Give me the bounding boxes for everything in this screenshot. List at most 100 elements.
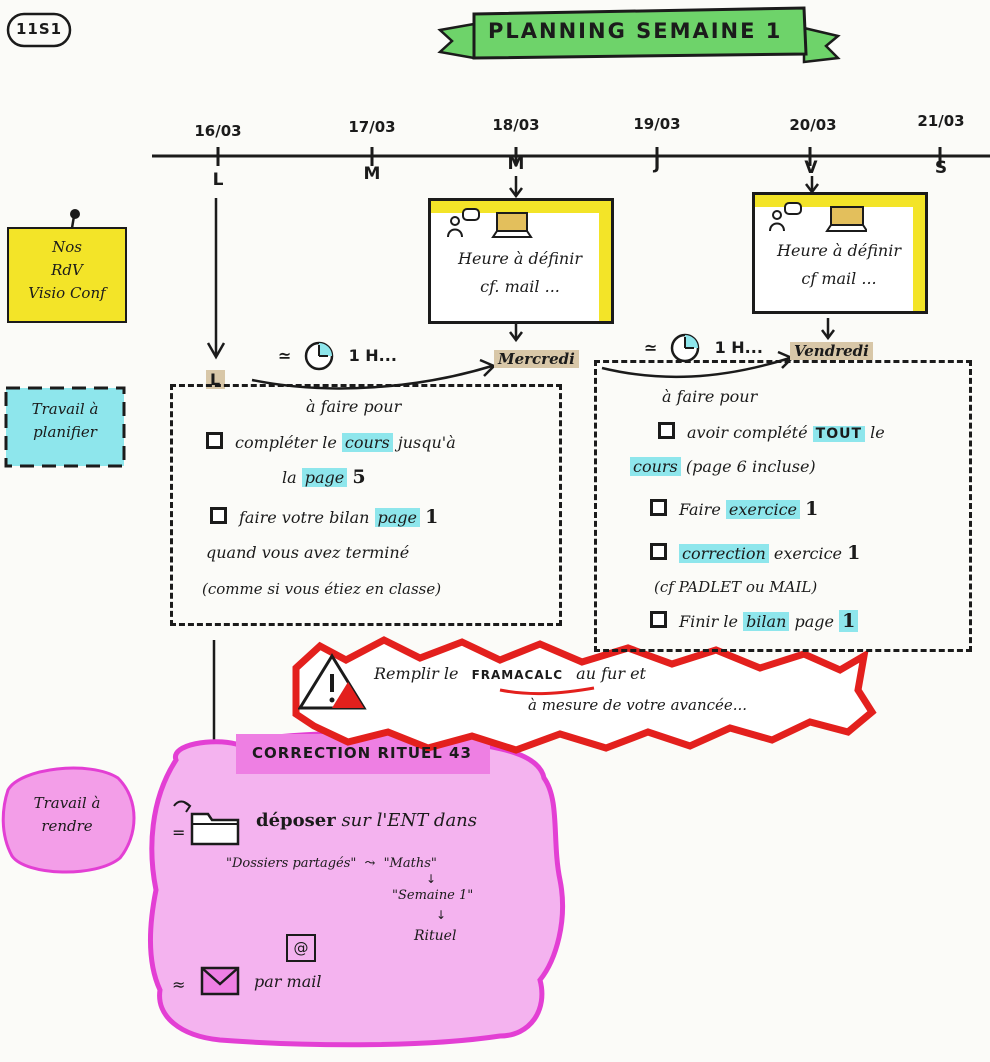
task-highlight: exercice (725, 500, 801, 519)
checkbox[interactable] (650, 499, 667, 516)
badge-outline (6, 12, 72, 48)
rendre-line: Travail à (33, 794, 101, 812)
visio-mail-ref: cf mail ... (801, 269, 877, 288)
task-highlight: page (301, 468, 348, 487)
deposer-verb: déposer (256, 810, 336, 831)
task-text: le (870, 423, 885, 442)
rdv-line: Nos (52, 238, 82, 256)
rdv-line: Visio Conf (28, 284, 106, 302)
path-line: "Dossiers partagés" ⤳ "Maths" (226, 856, 437, 871)
duration-1: ≃ 1 H... (278, 340, 397, 372)
date-label: 18/03 (492, 116, 540, 134)
visio-mail-ref: cf. mail ... (480, 277, 560, 296)
planifier-line: planifier (33, 423, 97, 441)
visio-time: Heure à définir (776, 241, 901, 260)
task-item: compléter le cours jusqu'à (206, 428, 456, 458)
warning-icon (298, 653, 367, 710)
task-text: page (794, 612, 834, 631)
rendre-label: Travail à rendre (12, 792, 122, 838)
person-icon (447, 216, 463, 238)
task-text: faire votre bilan (239, 508, 370, 527)
task-text: exercice (773, 544, 843, 563)
path-arrow: ↓ (426, 872, 437, 886)
task-item: Finir le bilan page 1 (650, 606, 859, 637)
task-number: 1 (839, 610, 859, 632)
task-highlight: correction (679, 544, 769, 563)
checkbox[interactable] (650, 543, 667, 560)
task-text: la (282, 468, 297, 487)
task-text: jusqu'à (397, 433, 456, 452)
path-step: "Dossiers partagés" (226, 856, 357, 871)
checkbox[interactable] (206, 432, 223, 449)
warning-text: au fur et (576, 664, 646, 683)
rdv-visio-label: Nos RdV Visio Conf (8, 236, 126, 305)
title-ribbon (437, 6, 841, 64)
task-box-wednesday-friday (594, 360, 972, 652)
date-label: 16/03 (194, 122, 242, 140)
day-letter: M (507, 154, 525, 174)
warning-text: Remplir le (374, 664, 459, 683)
warning-line-2: à mesure de votre avancée... (528, 696, 748, 714)
rdv-sticky-bg (7, 227, 127, 323)
laptop-visio-icon (491, 212, 533, 238)
page-title: PLANNING SEMAINE 1 (488, 19, 783, 43)
task-item-cont: cours (page 6 incluse) (630, 452, 816, 482)
day-letter: S (934, 158, 948, 178)
person-icon (769, 210, 785, 232)
duration-2: ≃ 1 H... (644, 332, 763, 364)
friday-marker: Vendredi (790, 342, 873, 360)
task-number: 1 (805, 498, 819, 520)
checkbox[interactable] (210, 507, 227, 524)
planifier-label: Travail à planifier (6, 398, 124, 444)
duration-text: 1 H... (348, 345, 397, 365)
date-label: 20/03 (789, 116, 837, 134)
task-item: Faire exercice 1 (650, 494, 818, 525)
task-item: correction exercice 1 (650, 538, 860, 569)
speech-bubble-icon (784, 202, 802, 215)
date-label: 21/03 (917, 112, 965, 130)
clock-icon (304, 341, 334, 371)
task-intro: à faire pour (662, 387, 758, 406)
path-step: "Maths" (383, 856, 437, 871)
svg-text:≈: ≈ (172, 975, 185, 994)
task-item-cont: la page 5 (282, 462, 366, 493)
task-highlight: TOUT (812, 426, 866, 442)
mail-icon: ≈ (172, 966, 240, 996)
rendre-title: CORRECTION RITUEL 43 (252, 744, 472, 762)
at-sign-box: @ (286, 934, 316, 962)
task-item: avoir complété TOUT le (658, 418, 885, 449)
mail-text: par mail (254, 972, 322, 991)
folder-icon: = (172, 800, 240, 846)
deposer-text: sur l'ENT dans (341, 810, 477, 831)
task-highlight: cours (341, 433, 393, 452)
checkbox[interactable] (658, 422, 675, 439)
task-text: compléter le (235, 433, 337, 452)
warning-line-1: Remplir le FRAMACALC au fur et (374, 664, 646, 683)
timeline-axis (152, 147, 990, 166)
rdv-line: RdV (51, 261, 83, 279)
task-intro: à faire pour (306, 397, 402, 416)
pin-icon (70, 209, 80, 219)
task-text: avoir complété (687, 423, 808, 442)
task-text: quand vous avez terminé (206, 543, 410, 562)
checkbox[interactable] (650, 611, 667, 628)
planifier-label-bg (4, 386, 126, 468)
task-item: faire votre bilan page 1 (210, 502, 438, 533)
task-text: (comme si vous étiez en classe) (202, 580, 442, 598)
speech-bubble-icon (462, 208, 480, 221)
rendre-label-bg (1, 766, 136, 874)
task-text: (page 6 incluse) (685, 457, 816, 476)
day-letter: J (653, 154, 661, 174)
date-label: 17/03 (348, 118, 396, 136)
visio-time: Heure à définir (457, 249, 582, 268)
task-box-monday-wednesday (170, 384, 562, 626)
svg-text:=: = (172, 823, 185, 842)
wednesday-marker-text: Mercredi (494, 350, 579, 368)
visio-note-friday: Heure à définir cf mail ... (752, 192, 928, 314)
day-letter: M (363, 164, 381, 184)
date-label: 19/03 (633, 115, 681, 133)
visio-icons (769, 202, 867, 232)
task-number: 1 (847, 542, 861, 564)
visio-note-wednesday: Heure à définir cf. mail ... (428, 198, 614, 324)
task-number: 5 (352, 466, 366, 488)
